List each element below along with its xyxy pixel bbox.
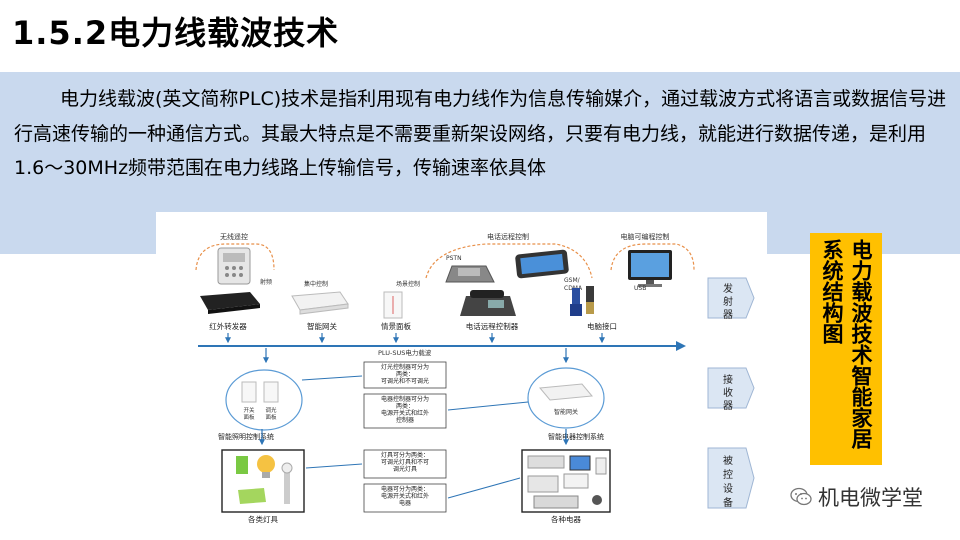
svg-text:接: 接 bbox=[723, 373, 733, 386]
svg-text:控: 控 bbox=[723, 468, 733, 481]
stage-controlled-devices: 被 控 设 备 bbox=[707, 447, 755, 509]
appliance-receiver-group: 智能网关 bbox=[527, 367, 605, 429]
label-pstn: PSTN bbox=[446, 255, 462, 262]
label-usb: USB bbox=[634, 285, 646, 292]
label-wireless-remote: 无线遥控 bbox=[220, 232, 248, 241]
device-phone-controller: 电话远程控制器 bbox=[466, 321, 519, 331]
ir-transceiver-icon bbox=[200, 292, 260, 314]
panel-switch-label: 开关面板 bbox=[243, 406, 255, 421]
page-title: 1.5.2电力线载波技术 bbox=[12, 14, 340, 52]
computer-icon bbox=[628, 250, 672, 287]
mobile-phone-icon bbox=[515, 249, 569, 279]
pc-interface-icon bbox=[570, 286, 594, 316]
svg-text:器: 器 bbox=[723, 400, 733, 412]
label-central-control: 集中控制 bbox=[304, 280, 328, 288]
watermark: 机电微学堂 bbox=[790, 482, 923, 512]
arc-wireless bbox=[195, 243, 275, 271]
svg-text:灯具可分为两类：可调光灯具和不可调光灯具: 灯具可分为两类：可调光灯具和不可调光灯具 bbox=[381, 451, 429, 473]
panel-dimmer-label: 调光面板 bbox=[265, 406, 277, 421]
info-box-appliances: 电器可分为两类：电源开关式和红外电器 bbox=[363, 483, 447, 513]
caption-box: 电力载波技术智能家居系统结构图 bbox=[810, 233, 882, 465]
device-scene-panel: 情景面板 bbox=[381, 321, 411, 331]
label-pc-program: 电脑可编程控制 bbox=[621, 232, 670, 241]
stage-transmitter: 发 射 器 bbox=[707, 277, 755, 321]
info-box-light-controller: 灯光控制器可分为两类：可调光和不可调光 bbox=[363, 361, 447, 389]
plc-bus-label: PLU-SUS电力载波 bbox=[378, 348, 432, 357]
svg-text:电器控制器可分为两类：电源开关式和红外控制器: 电器控制器可分为两类：电源开关式和红外控制器 bbox=[381, 395, 429, 424]
appliances-box bbox=[521, 449, 611, 513]
label-all-lamps: 各类灯具 bbox=[248, 514, 278, 524]
svg-text:被: 被 bbox=[723, 454, 733, 467]
label-all-appliances: 各种电器 bbox=[551, 514, 581, 524]
watermark-text: 机电微学堂 bbox=[818, 486, 923, 510]
info-box-lamps: 灯具可分为两类：可调光灯具和不可调光灯具 bbox=[363, 449, 447, 479]
pstn-phone-icon bbox=[445, 265, 495, 283]
wechat-icon bbox=[790, 487, 812, 506]
device-pc-interface: 电脑接口 bbox=[587, 321, 617, 331]
lamps-box bbox=[221, 449, 305, 513]
svg-text:收: 收 bbox=[723, 386, 733, 399]
lighting-receiver-group: 开关面板 调光面板 bbox=[225, 369, 303, 431]
remote-control-icon bbox=[217, 247, 251, 285]
scene-panel-icon bbox=[383, 291, 403, 319]
system-lighting: 智能照明控制系统 bbox=[218, 432, 274, 441]
svg-text:器: 器 bbox=[723, 309, 733, 321]
arc-pc bbox=[610, 243, 695, 271]
label-scene-control: 场景控制 bbox=[396, 280, 420, 288]
right-gateway-label: 智能网关 bbox=[554, 408, 578, 416]
svg-text:备: 备 bbox=[723, 496, 733, 509]
diagram-caption: 电力载波技术智能家居系统结构图 bbox=[820, 239, 874, 449]
svg-text:电器可分为两类：电源开关式和红外电器: 电器可分为两类：电源开关式和红外电器 bbox=[381, 485, 429, 507]
arc-phone bbox=[425, 243, 593, 279]
system-appliance: 智能电器控制系统 bbox=[548, 432, 604, 441]
device-smart-gateway: 智能网关 bbox=[307, 321, 337, 331]
svg-text:设: 设 bbox=[723, 483, 733, 495]
svg-text:灯光控制器可分为两类：可调光和不可调光: 灯光控制器可分为两类：可调光和不可调光 bbox=[381, 363, 429, 385]
phone-controller-icon bbox=[460, 290, 516, 316]
info-box-appliance-controller: 电器控制器可分为两类：电源开关式和红外控制器 bbox=[363, 393, 447, 429]
svg-text:发: 发 bbox=[723, 282, 733, 295]
plc-structure-diagram: 无线遥控 电话远程控制 电脑可编程控制 射频 PSTN GSM/CDMA USB… bbox=[156, 212, 767, 528]
label-phone-remote: 电话远程控制 bbox=[487, 232, 529, 241]
label-rf: 射频 bbox=[260, 278, 272, 286]
gateway-icon bbox=[291, 291, 349, 315]
stage-receiver: 接 收 器 bbox=[707, 367, 755, 412]
device-ir-transceiver: 红外转发器 bbox=[209, 321, 247, 331]
intro-paragraph: 电力线载波(英文简称PLC)技术是指利用现有电力线作为信息传输媒介，通过载波方式… bbox=[14, 88, 947, 179]
svg-text:射: 射 bbox=[723, 296, 733, 308]
